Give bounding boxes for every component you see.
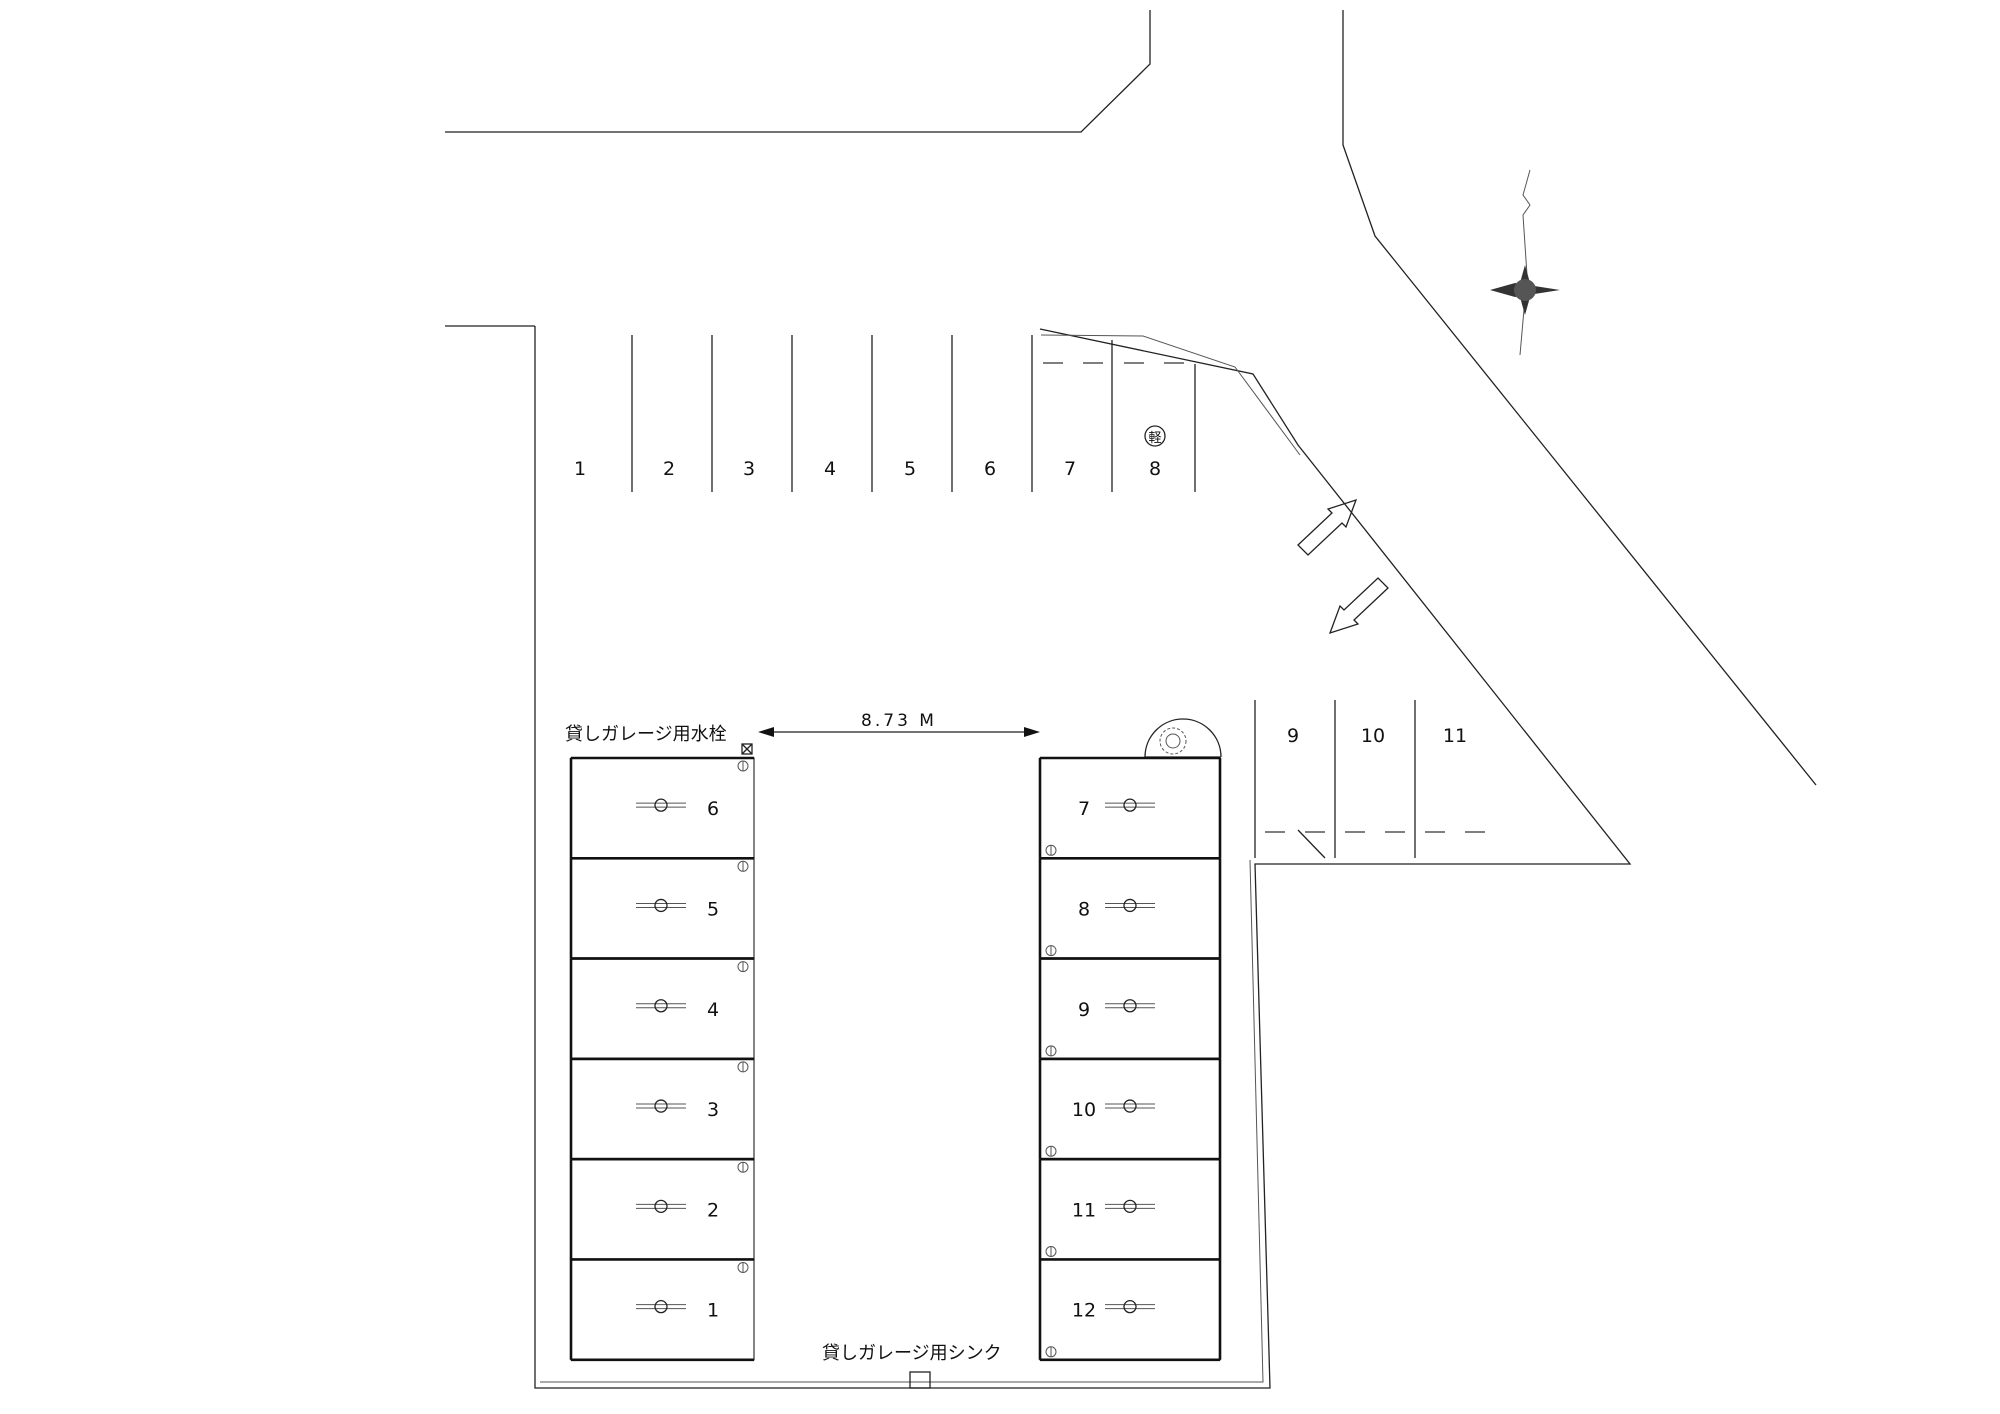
garage-stall: 3 <box>569 1057 755 1161</box>
sink-icon <box>909 1371 931 1389</box>
parking-number-right: 11 <box>1443 725 1467 747</box>
parking-numbers-top: 1 2 3 4 5 6 7 8 <box>574 458 1161 480</box>
garage-stall: 11 <box>1038 1157 1222 1261</box>
garage-number: 9 <box>1078 999 1090 1021</box>
garage-stall: 1 <box>569 1258 755 1362</box>
road-outlines <box>445 10 1817 859</box>
tree-icon <box>1144 718 1222 758</box>
parking-number-right: 10 <box>1361 725 1385 747</box>
parking-number-top: 1 <box>574 458 586 480</box>
parking-number-top: 5 <box>904 458 916 480</box>
garage-number: 10 <box>1072 1099 1096 1121</box>
north-compass-icon <box>1490 169 1560 356</box>
parking-number-top: 4 <box>824 458 836 480</box>
parking-number-top: 2 <box>663 458 675 480</box>
garage-number: 7 <box>1078 798 1090 820</box>
garage-stall: 7 <box>1038 756 1222 860</box>
parking-number-top: 8 <box>1149 458 1161 480</box>
garage-stall: 12 <box>1038 1258 1222 1362</box>
garage-number: 8 <box>1078 898 1090 920</box>
garage-number: 4 <box>707 999 719 1021</box>
faucet-label: 貸しガレージ用水栓 <box>565 724 727 745</box>
kei-car-mark: 軽 <box>1144 425 1166 447</box>
kei-car-label: 軽 <box>1148 431 1161 446</box>
parking-numbers-right: 9 10 11 <box>1287 725 1467 747</box>
lot-boundary <box>534 326 1632 1389</box>
garage-stall: 5 <box>569 856 755 960</box>
sink-label: 貸しガレージ用シンク <box>822 1343 1002 1364</box>
garage-number: 3 <box>707 1099 719 1121</box>
garages-right: 7 8 9 10 11 12 <box>1038 756 1222 1362</box>
parking-number-top: 7 <box>1064 458 1076 480</box>
dimension-line: 8.73 M <box>758 711 1040 737</box>
garages-left: 6 5 4 3 2 1 <box>569 756 755 1362</box>
garage-stall: 10 <box>1038 1057 1222 1161</box>
parking-number-right: 9 <box>1287 725 1299 747</box>
dimension-label: 8.73 M <box>861 711 937 731</box>
garage-number: 11 <box>1072 1199 1096 1221</box>
garage-stall: 9 <box>1038 957 1222 1061</box>
garage-number: 2 <box>707 1199 719 1221</box>
garage-stall: 2 <box>569 1157 755 1261</box>
parking-dividers-top <box>631 335 1196 492</box>
arrow-out-icon <box>1328 577 1389 635</box>
parking-dividers-right <box>1254 700 1485 858</box>
garage-stall: 4 <box>569 957 755 1061</box>
parking-number-top: 3 <box>743 458 755 480</box>
garage-stall: 6 <box>569 756 755 860</box>
garage-number: 1 <box>707 1300 719 1322</box>
garage-number: 6 <box>707 798 719 820</box>
traffic-direction-arrows <box>1297 498 1389 635</box>
water-tap-icon <box>741 743 753 755</box>
garage-stall: 8 <box>1038 856 1222 960</box>
arrow-in-icon <box>1297 498 1358 556</box>
garage-number: 5 <box>707 898 719 920</box>
garage-number: 12 <box>1072 1300 1096 1322</box>
parking-number-top: 6 <box>984 458 996 480</box>
